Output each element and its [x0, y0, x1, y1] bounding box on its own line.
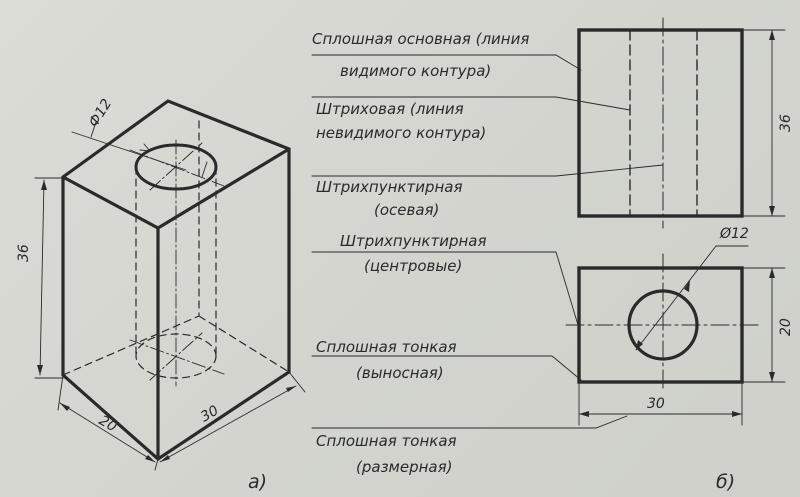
- front-height-value: 36: [778, 114, 794, 132]
- top-depth-value: 20: [778, 318, 794, 336]
- iso-width-dim: [57, 374, 159, 471]
- label-dashdot-center-2: (центровые): [364, 257, 462, 275]
- label-dashed-2: невидимого контура): [316, 124, 486, 142]
- top-diameter-value: Ø12: [719, 226, 749, 242]
- iso-depth-dim: [159, 371, 306, 463]
- label-thin-dim-2: (размерная): [356, 458, 452, 476]
- iso-width-value: 20: [96, 413, 120, 436]
- label-dashed-1: Штриховая (линия: [316, 100, 464, 118]
- front-view: [577, 17, 786, 229]
- label-solid-main-1: Сплошная основная (линия: [312, 30, 529, 48]
- iso-diameter-dim: [71, 121, 208, 178]
- front-hidden-lines: [629, 29, 698, 217]
- caption-a: а): [248, 471, 267, 493]
- front-outline: [577, 28, 744, 218]
- label-thin-ext-2: (выносная): [356, 364, 444, 382]
- label-solid-main-2: видимого контура): [340, 62, 491, 80]
- label-dashdot-center-1: Штрихпунктирная: [340, 232, 487, 250]
- label-dashdot-axis-2: (осевая): [374, 201, 439, 219]
- iso-diameter-arrow: [139, 143, 152, 152]
- iso-depth-value: 30: [198, 403, 222, 426]
- arrow-heads: [37, 30, 775, 462]
- front-height-dim: [741, 29, 786, 217]
- iso-height-value: 36: [16, 244, 32, 262]
- label-thin-dim-1: Сплошная тонкая: [316, 432, 457, 450]
- iso-hidden-edges: [62, 120, 290, 376]
- top-diameter-dim: [635, 245, 749, 351]
- caption-b: б): [716, 471, 735, 493]
- leader-lines: [311, 54, 664, 429]
- top-depth-dim: [741, 267, 786, 383]
- top-view: [565, 245, 786, 426]
- label-thin-ext-1: Сплошная тонкая: [316, 338, 457, 356]
- label-dashdot-axis-1: Штрихпунктирная: [316, 178, 463, 196]
- top-width-value: 30: [647, 396, 665, 412]
- top-center-lines: [565, 253, 759, 393]
- iso-diameter-value: Ф12: [86, 96, 115, 130]
- isometric-view: [34, 99, 306, 471]
- iso-height-dim: [34, 177, 64, 379]
- top-width-dim: [578, 381, 743, 426]
